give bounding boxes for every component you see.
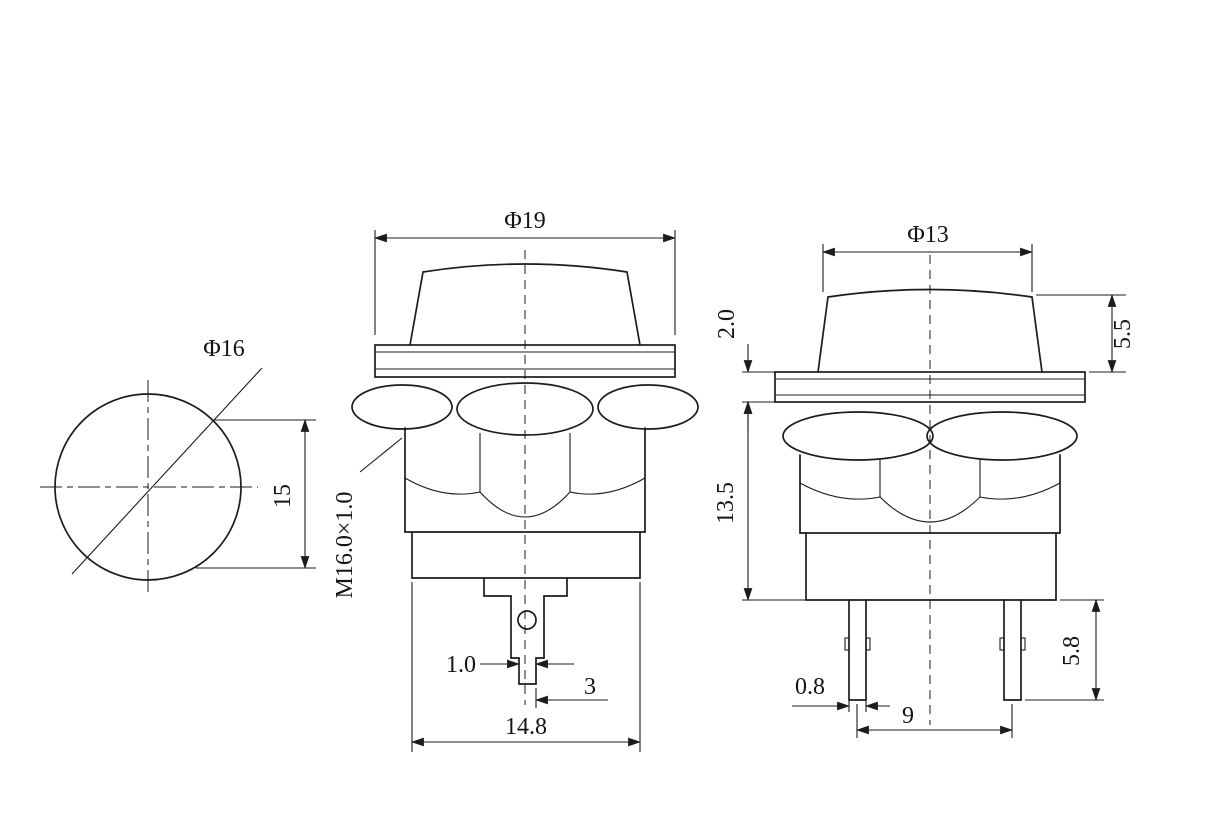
- dim-1-0-label: 1.0: [446, 652, 476, 678]
- dim-13-5-label: 13.5: [713, 482, 739, 524]
- dim-phi13-label: Φ13: [907, 222, 949, 248]
- nut-lobe: [926, 411, 1078, 461]
- nut-lobe: [597, 384, 699, 430]
- dim-phi16-label: Φ16: [203, 336, 245, 362]
- dim-5-8-label: 5.8: [1059, 636, 1085, 666]
- flange: [374, 344, 676, 378]
- dim-14-8-label: 14.8: [505, 714, 547, 740]
- side-view: Φ13: [713, 222, 1136, 738]
- dim-15-label: 15: [270, 484, 296, 508]
- dim-2-0-label: 2.0: [714, 309, 740, 339]
- hex-chamfer-arc: [879, 496, 981, 523]
- dim-phi19-label: Φ19: [504, 208, 546, 234]
- terminal-pin-right: [999, 599, 1026, 701]
- thread-spec-label: M16.0×1.0: [332, 492, 358, 599]
- hex-chamfer-arc: [479, 491, 571, 518]
- hex-chamfer-arc: [404, 477, 481, 495]
- hex-chamfer-arc: [569, 477, 646, 495]
- dim-5-5-label: 5.5: [1110, 319, 1136, 349]
- top-view: Φ16 15: [40, 336, 316, 597]
- hex-chamfer-arc: [799, 482, 881, 500]
- hex-chamfer-arc: [979, 482, 1061, 500]
- diameter-leader-line: [71, 367, 263, 575]
- thread-leader-line: [359, 437, 403, 473]
- dim-0-8-label: 0.8: [795, 674, 825, 700]
- nut-lobe: [456, 382, 594, 436]
- front-view: Φ19: [332, 208, 699, 752]
- terminal-hole: [517, 610, 537, 630]
- terminal-pin-left: [844, 599, 871, 701]
- dim-9-label: 9: [902, 703, 914, 729]
- flange: [774, 371, 1086, 403]
- button-cap: [409, 263, 641, 346]
- nut-lobe: [351, 384, 453, 430]
- dim-3-label: 3: [584, 674, 596, 700]
- button-cap: [817, 288, 1043, 373]
- nut-lobe: [782, 411, 934, 461]
- button-outline-circle: [54, 393, 242, 581]
